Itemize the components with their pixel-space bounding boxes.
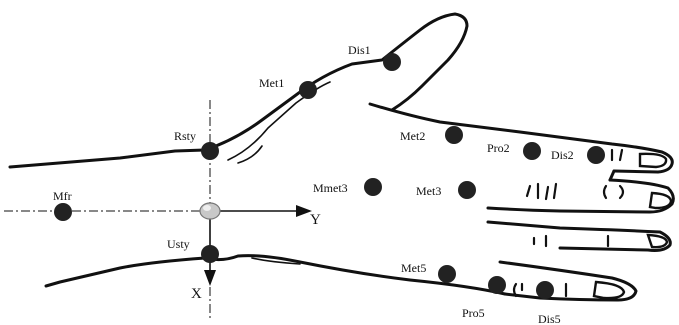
x-axis-arrowhead xyxy=(204,270,216,286)
marker-met3: Met3 xyxy=(416,181,476,199)
marker-met1: Met1 xyxy=(259,76,317,99)
marker-dot xyxy=(299,81,317,99)
marker-label-dis2: Dis2 xyxy=(551,148,574,162)
marker-dot xyxy=(54,203,72,221)
marker-label-usty: Usty xyxy=(167,237,190,251)
origin-marker xyxy=(199,202,221,220)
marker-label-pro5: Pro5 xyxy=(462,306,485,320)
marker-pro2: Pro2 xyxy=(487,141,541,160)
marker-rsty: Rsty xyxy=(174,129,219,160)
marker-dot xyxy=(364,178,382,196)
marker-label-dis5: Dis5 xyxy=(538,312,561,325)
marker-usty: Usty xyxy=(167,237,219,263)
marker-label-met1: Met1 xyxy=(259,76,284,90)
marker-met5: Met5 xyxy=(401,261,456,283)
marker-label-mfr: Mfr xyxy=(53,189,72,203)
marker-label-mmet3: Mmet3 xyxy=(313,181,348,195)
x-axis-label: X xyxy=(191,286,202,302)
marker-dot xyxy=(587,146,605,164)
marker-dot xyxy=(445,126,463,144)
marker-pro5: Pro5 xyxy=(462,276,506,320)
marker-dot xyxy=(201,142,219,160)
marker-dot xyxy=(201,245,219,263)
marker-group: Dis1 Met1 Rsty Met2 Pro2 Dis2 Mmet3 Met xyxy=(53,43,605,325)
marker-dis2: Dis2 xyxy=(551,146,605,164)
marker-met2: Met2 xyxy=(400,126,463,144)
marker-label-pro2: Pro2 xyxy=(487,141,510,155)
marker-dis5: Dis5 xyxy=(536,281,561,325)
marker-dot xyxy=(438,265,456,283)
marker-label-met5: Met5 xyxy=(401,261,426,275)
marker-dot xyxy=(536,281,554,299)
y-axis-arrowhead xyxy=(296,205,312,217)
y-axis-label: Y xyxy=(310,212,321,228)
marker-dot xyxy=(488,276,506,294)
marker-dot xyxy=(458,181,476,199)
marker-label-dis1: Dis1 xyxy=(348,43,371,57)
marker-label-met3: Met3 xyxy=(416,184,441,198)
marker-label-met2: Met2 xyxy=(400,129,425,143)
marker-dot xyxy=(523,142,541,160)
marker-mmet3: Mmet3 xyxy=(313,178,382,196)
marker-dis1: Dis1 xyxy=(348,43,401,71)
marker-mfr: Mfr xyxy=(53,189,72,221)
marker-label-rsty: Rsty xyxy=(174,129,196,143)
marker-dot xyxy=(383,53,401,71)
hand-outline xyxy=(8,12,675,302)
